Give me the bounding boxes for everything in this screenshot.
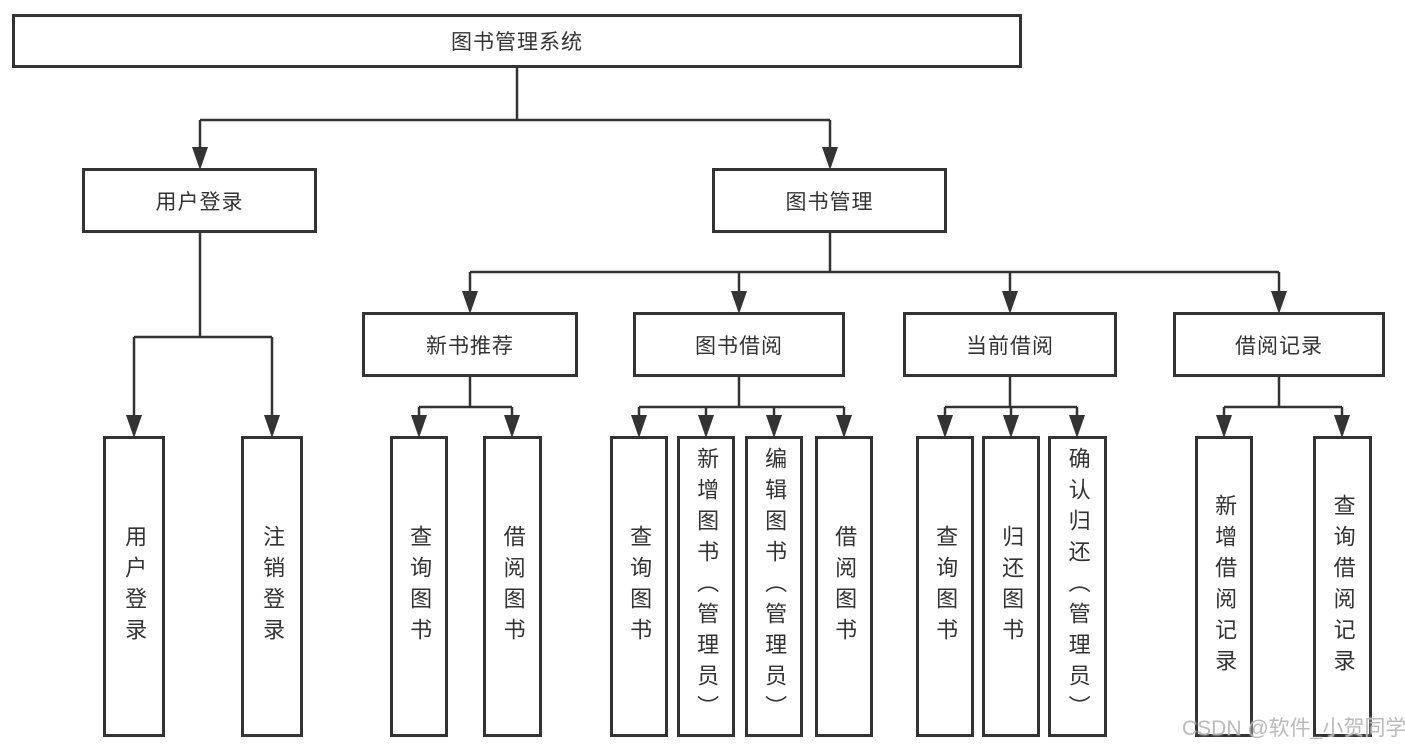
arrowhead bbox=[1069, 415, 1085, 438]
arrowhead bbox=[504, 415, 520, 438]
node-label: 图书管理 bbox=[785, 190, 874, 214]
arrowhead bbox=[631, 415, 647, 438]
leaf-label: 借阅图书 bbox=[832, 524, 858, 649]
arrowhead bbox=[126, 415, 142, 438]
leaf-label: 新增借阅记录 bbox=[1212, 493, 1238, 680]
arrowhead bbox=[462, 291, 478, 314]
arrowhead bbox=[264, 415, 280, 438]
arrowhead bbox=[192, 147, 208, 170]
leaf-add-books-admin: 新增图书（管理员） bbox=[677, 436, 735, 737]
leaf-label: 查询图书 bbox=[933, 524, 959, 649]
leaf-return-books: 归还图书 bbox=[982, 436, 1040, 737]
leaf-query-books-newbook: 查询图书 bbox=[390, 436, 448, 737]
leaf-label: 新增图书（管理员） bbox=[694, 447, 720, 726]
node-library-system: 图书管理系统 bbox=[12, 14, 1022, 68]
leaf-query-books-borrow: 查询图书 bbox=[610, 436, 668, 737]
node-label: 借阅记录 bbox=[1235, 334, 1323, 358]
leaf-label: 用户登录 bbox=[122, 524, 148, 649]
node-book-borrow: 图书借阅 bbox=[633, 312, 845, 377]
arrowhead bbox=[1271, 291, 1287, 314]
node-user-login: 用户登录 bbox=[82, 168, 317, 233]
leaf-add-borrow-record: 新增借阅记录 bbox=[1195, 436, 1253, 737]
leaf-logout: 注销登录 bbox=[241, 436, 303, 737]
leaf-label: 借阅图书 bbox=[500, 524, 526, 649]
leaf-label: 确认归还（管理员） bbox=[1065, 447, 1091, 726]
node-label: 图书管理系统 bbox=[451, 31, 583, 54]
leaf-user-login: 用户登录 bbox=[103, 436, 165, 737]
leaf-label: 查询图书 bbox=[407, 524, 433, 649]
node-borrow-records: 借阅记录 bbox=[1173, 312, 1385, 377]
csdn-watermark: CSDN @软件_小贺同学 bbox=[1182, 717, 1405, 740]
arrowhead bbox=[1003, 415, 1019, 438]
leaf-label: 查询图书 bbox=[627, 524, 653, 649]
leaf-label: 查询借阅记录 bbox=[1330, 493, 1356, 680]
arrowhead bbox=[411, 415, 427, 438]
node-current-borrow: 当前借阅 bbox=[903, 312, 1117, 377]
connector-paths bbox=[132, 68, 1344, 434]
arrowhead bbox=[937, 415, 953, 438]
node-label: 新书推荐 bbox=[426, 334, 514, 358]
node-book-management: 图书管理 bbox=[712, 168, 947, 233]
leaf-edit-books-admin: 编辑图书（管理员） bbox=[745, 436, 803, 737]
leaf-label: 编辑图书（管理员） bbox=[762, 447, 788, 726]
node-label: 图书借阅 bbox=[695, 334, 783, 358]
arrowhead bbox=[731, 291, 747, 314]
arrowhead bbox=[822, 147, 838, 170]
node-label: 用户登录 bbox=[155, 190, 244, 214]
leaf-query-books-current: 查询图书 bbox=[916, 436, 974, 737]
leaf-borrow-books: 借阅图书 bbox=[815, 436, 873, 737]
node-label: 当前借阅 bbox=[966, 334, 1054, 358]
leaf-query-borrow-record: 查询借阅记录 bbox=[1313, 436, 1372, 737]
leaf-label: 注销登录 bbox=[260, 524, 286, 649]
leaf-confirm-return-admin: 确认归还（管理员） bbox=[1048, 436, 1107, 737]
arrowhead bbox=[766, 415, 782, 438]
arrowhead bbox=[698, 415, 714, 438]
arrowheads bbox=[126, 147, 1350, 438]
arrowhead bbox=[1002, 291, 1018, 314]
node-new-book-recommend: 新书推荐 bbox=[362, 312, 578, 377]
arrowhead bbox=[1216, 415, 1232, 438]
arrowhead bbox=[1334, 415, 1350, 438]
leaf-label: 归还图书 bbox=[999, 524, 1025, 649]
arrowhead bbox=[836, 415, 852, 438]
leaf-borrow-books-newbook: 借阅图书 bbox=[483, 436, 542, 737]
